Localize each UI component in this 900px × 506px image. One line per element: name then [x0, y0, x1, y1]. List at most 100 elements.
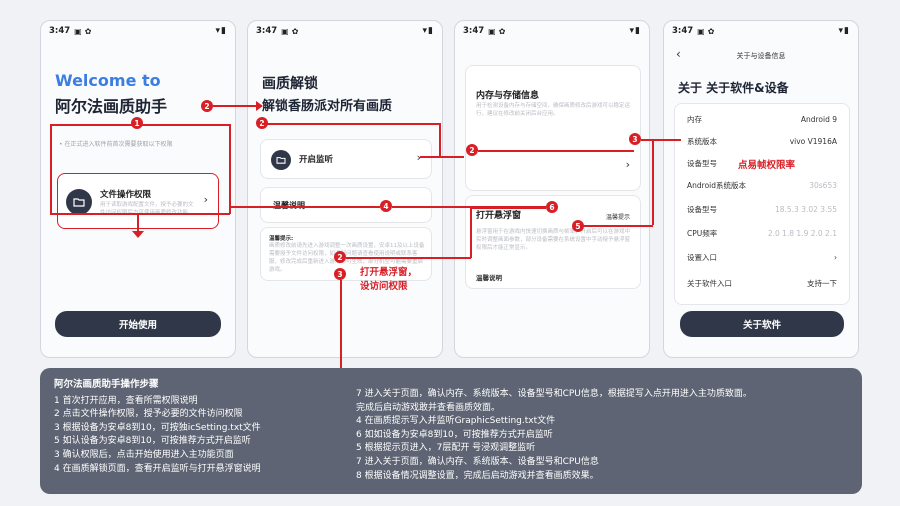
wifi-battery-icon: ▾▮ [422, 26, 434, 36]
phone-screen-welcome: 3:47 ▣ ✿ ▾▮ Welcome to 阿尔法画质助手 • 在正式进入软件… [40, 20, 236, 358]
storage-card[interactable]: 内存与存储信息 用于检测设备内存与存储空间，确保画质修改后游戏可以稳定运行，建议… [465, 65, 641, 191]
instruction-left: 阿尔法画质助手操作步骤 1 首次打开应用，查看所需权限说明 2 点击文件操作权限… [54, 378, 354, 476]
wifi-battery-icon: ▾▮ [215, 26, 227, 36]
tips-heading: 温馨提示: [269, 236, 294, 242]
annotation-line [392, 206, 546, 208]
annotation-frame [50, 213, 230, 215]
info-key: 内存 [687, 114, 702, 124]
float-window-desc: 悬浮窗用于在游戏内快速切换画质与帧率，开启后可以在游戏中实时调整画面参数，部分设… [476, 229, 631, 251]
phone-screen-storage: 3:47 ▣ ✿ ▾▮ 内存与存储信息 用于检测设备内存与存储空间，确保画质修改… [454, 20, 650, 358]
file-permission-desc: 用于读取游戏配置文件，授予必要的文件访问权限后方可使用画质修改功能 [100, 202, 194, 216]
chevron-right-icon: › [834, 252, 837, 262]
bug-icon: ✿ [84, 26, 92, 36]
status-time: 3:47 [463, 26, 485, 36]
sim-icon: ▣ [697, 26, 705, 36]
chevron-right-icon: › [625, 158, 630, 171]
instruction-step: 5 根据提示页进入，7层配开 号浸观调整监听 [356, 443, 536, 454]
annotation-line [420, 156, 464, 158]
status-time: 3:47 [256, 26, 278, 36]
info-key: 设备型号 [687, 158, 717, 168]
start-button[interactable]: 开始使用 [55, 311, 221, 337]
instruction-step: 3 确认权限后，点击开始使用进入主功能页面 [54, 449, 234, 460]
instruction-step: 6 如如设备为安卓8到10，可按推荐方式开启监听 [356, 429, 553, 440]
storage-desc: 用于检测设备内存与存储空间，确保画质修改后游戏可以稳定运行，建议在修改前关闭后台… [476, 103, 631, 117]
info-key: 关于软件入口 [687, 278, 732, 288]
phone-screen-about: 3:47 ▣ ✿ ▾▮ ‹ 关于与设备信息 关于 关于软件&设备 内存 Andr… [663, 20, 859, 358]
sim-icon: ▣ [281, 26, 289, 36]
info-row-settings[interactable]: 设置入口 › [687, 248, 837, 266]
instruction-step: 7 进入关于页面，确认内存、系统版本、设备型号和CPU信息 [356, 456, 599, 467]
info-row-model2: 设备型号 18.5.3 3.02 3.55 [687, 200, 837, 218]
status-bar: 3:47 ▣ ✿ ▾▮ [248, 21, 442, 41]
annotation-line [470, 207, 546, 209]
open-float-annotation: 打开悬浮窗， 设访问权限 [360, 266, 440, 294]
back-icon[interactable]: ‹ [676, 47, 681, 61]
phone-screen-unlock: 3:47 ▣ ✿ ▾▮ 画质解锁 解锁香肠派对所有画质 开启监听 › 温馨说明 … [247, 20, 443, 358]
annotation-line [478, 150, 634, 152]
status-bar: 3:47 ▣ ✿ ▾▮ [455, 21, 649, 41]
instruction-step: 7 进入关于页面，确认内存、系统版本、设备型号和CPU信息，根据提写入点开用进入… [356, 389, 752, 399]
info-row-system: 系统版本 vivo V1916A [687, 132, 837, 150]
sim-icon: ▣ [74, 26, 82, 36]
annotation-line [580, 225, 653, 227]
app-name: 阿尔法画质助手 [55, 97, 168, 116]
chevron-right-icon: › [203, 193, 208, 206]
arrow-right-icon [256, 101, 263, 111]
wifi-battery-icon: ▾▮ [838, 26, 850, 36]
annotation-line [439, 123, 441, 157]
folder-icon [271, 150, 291, 170]
start-monitor-card[interactable]: 开启监听 › [260, 139, 432, 179]
status-bar: 3:47 ▣ ✿ ▾▮ [41, 21, 235, 41]
info-value: Android 9 [800, 114, 837, 124]
bug-icon: ✿ [291, 26, 299, 36]
usage-note: 温馨说明 [476, 274, 502, 282]
instruction-step: 8 根据设备情况调整设置，完成后启动游戏并查看画质效果。 [356, 470, 599, 481]
open-float-text: 打开悬浮窗， 设访问权限 [360, 267, 418, 292]
instruction-panel: 阿尔法画质助手操作步骤 1 首次打开应用，查看所需权限说明 2 点击文件操作权限… [40, 368, 862, 494]
instruction-step: 4 在画质提示写入并监听GraphicSetting.txt文件 [356, 416, 556, 427]
bug-icon: ✿ [498, 26, 506, 36]
step-badge: 2 [334, 251, 346, 263]
info-row-about[interactable]: 关于软件入口 支持一下 [687, 274, 837, 292]
folder-icon [66, 189, 92, 215]
about-title: 关于 关于软件&设备 [678, 81, 789, 95]
device-info-card: 内存 Android 9 系统版本 vivo V1916A 设备型号 Andro… [674, 103, 850, 305]
annotation-line [470, 207, 472, 258]
permission-notice: • 在正式进入软件前首次需要获取以下权限 [59, 141, 173, 148]
tips-card[interactable]: 温馨说明 [260, 187, 432, 223]
annotation-line [213, 105, 258, 107]
annotation-line [230, 206, 380, 208]
instruction-step: 完成后启动游戏敢并查看画质效面。 [356, 402, 501, 413]
sim-icon: ▣ [488, 26, 496, 36]
info-value: 30s653 [809, 180, 837, 190]
instruction-right: 7 进入关于页面，确认内存、系统版本、设备型号和CPU信息，根据提写入点开用进入… [356, 388, 856, 483]
info-value: vivo V1916A [789, 136, 837, 146]
info-row-cpu: CPU频率 2.0 1.8 1.9 2.0 2.1 [687, 224, 837, 242]
instruction-title: 阿尔法画质助手操作步骤 [54, 379, 159, 390]
status-bar: 3:47 ▣ ✿ ▾▮ [664, 21, 858, 41]
about-software-button[interactable]: 关于软件 [680, 311, 844, 337]
step-badge: 4 [380, 200, 392, 212]
step-badge: 2 [466, 144, 478, 156]
instruction-step: 1 首次打开应用，查看所需权限说明 [54, 395, 198, 406]
annotation-line [652, 139, 654, 225]
frame-rate-annotation: 点易帧权限率 [738, 160, 796, 171]
annotation-line [346, 257, 471, 259]
float-window-title: 打开悬浮窗 [476, 211, 522, 221]
unlock-subtitle: 解锁香肠派对所有画质 [262, 99, 393, 114]
start-monitor-label: 开启监听 [299, 155, 334, 165]
annotation-line [340, 280, 342, 392]
instruction-step: 5 如认设备为安卓8到10，可按推荐方式开启监听 [54, 436, 251, 447]
step-badge: 3 [629, 133, 641, 145]
step-badge: 5 [572, 220, 584, 232]
annotation-line [262, 123, 440, 125]
info-row-memory: 内存 Android 9 [687, 110, 837, 128]
instruction-step: 2 点击文件操作权限，授予必要的文件访问权限 [54, 409, 243, 420]
info-key: 设备型号 [687, 204, 717, 214]
info-value: 2.0 1.8 1.9 2.0 2.1 [767, 228, 837, 238]
unlock-title: 画质解锁 [262, 76, 318, 92]
float-window-link[interactable]: 温馨提示 [605, 214, 630, 221]
info-key: 设置入口 [687, 252, 717, 262]
info-key: CPU频率 [687, 228, 718, 238]
chevron-right-icon: › [416, 151, 421, 164]
